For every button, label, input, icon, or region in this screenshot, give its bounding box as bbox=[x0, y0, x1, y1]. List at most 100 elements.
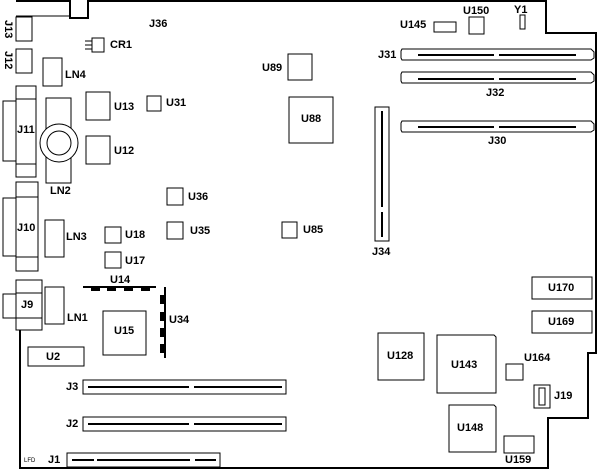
slot-j32-pins-a bbox=[418, 78, 494, 80]
label-u148: U148 bbox=[457, 422, 484, 434]
label-j2: J2 bbox=[66, 418, 79, 430]
chip-u18 bbox=[104, 226, 122, 244]
slot-j1-pins-c bbox=[195, 459, 216, 461]
label-j36: J36 bbox=[149, 18, 168, 30]
socket-u14-pad-2 bbox=[107, 287, 116, 291]
socket-u14-bar bbox=[83, 286, 156, 288]
chip-u148 bbox=[448, 404, 497, 453]
slot-j2-pins-a bbox=[88, 423, 189, 425]
connector-j13 bbox=[15, 16, 33, 42]
slot-j1-pins-b bbox=[97, 459, 190, 461]
chip-u128 bbox=[377, 332, 425, 381]
slot-j32-pins-b bbox=[499, 78, 576, 80]
connector-j11-flange bbox=[2, 100, 17, 162]
label-u36: U36 bbox=[188, 191, 209, 203]
label-u170: U170 bbox=[548, 282, 575, 294]
slot-j30-pins-b bbox=[499, 126, 576, 128]
connector-j19-outer bbox=[533, 384, 551, 409]
chip-u2 bbox=[27, 346, 85, 367]
label-ln4: LN4 bbox=[65, 69, 86, 81]
connector-j11-top bbox=[15, 85, 37, 100]
socket-u14-pad-1 bbox=[91, 287, 100, 291]
socket-u34-pad-4 bbox=[160, 344, 164, 353]
label-u88: U88 bbox=[301, 113, 322, 125]
slot-j2 bbox=[82, 416, 287, 432]
slot-j30-pins-a bbox=[418, 126, 494, 128]
socket-u34-pad-2 bbox=[160, 312, 164, 321]
label-u89: U89 bbox=[262, 62, 283, 74]
label-j1: J1 bbox=[48, 454, 61, 466]
slot-j2-pins-b bbox=[194, 423, 282, 425]
chip-u12 bbox=[85, 135, 111, 165]
chip-u13 bbox=[85, 91, 111, 121]
chip-u36 bbox=[166, 187, 184, 206]
label-y1: Y1 bbox=[514, 4, 528, 16]
connector-j9-flange bbox=[2, 293, 17, 319]
connector-j10-bottom bbox=[15, 256, 39, 272]
slot-j34-pins-a bbox=[381, 111, 383, 207]
slot-j30 bbox=[400, 120, 595, 133]
connector-j9-bottom bbox=[15, 317, 43, 331]
slot-j1-pins-a bbox=[72, 459, 94, 461]
label-u34: U34 bbox=[169, 314, 190, 326]
label-u85: U85 bbox=[303, 224, 324, 236]
connector-j10-top bbox=[15, 181, 39, 198]
slot-j31-pins-a bbox=[418, 54, 494, 56]
slot-j34 bbox=[374, 106, 390, 242]
chip-u88 bbox=[288, 96, 334, 144]
socket-u34-pad-3 bbox=[160, 328, 164, 337]
chip-u89 bbox=[287, 53, 313, 81]
label-u13: U13 bbox=[114, 101, 135, 113]
socket-u14-pad-3 bbox=[124, 287, 133, 291]
label-u15: U15 bbox=[114, 325, 135, 337]
slot-j32 bbox=[400, 71, 595, 84]
component-battery-outer bbox=[39, 123, 79, 163]
slot-j31 bbox=[400, 48, 595, 61]
label-u164: U164 bbox=[524, 352, 551, 364]
label-lfd: LFD bbox=[24, 458, 36, 464]
component-ln1 bbox=[44, 286, 65, 325]
label-u145: U145 bbox=[400, 19, 427, 31]
label-j11: J11 bbox=[17, 124, 35, 136]
slot-j1 bbox=[66, 452, 221, 468]
slot-j3 bbox=[82, 379, 287, 395]
cr1-leads bbox=[85, 40, 92, 50]
label-ln2: LN2 bbox=[50, 185, 71, 197]
socket-u14-pad-4 bbox=[141, 287, 150, 291]
label-j9: J9 bbox=[21, 299, 34, 311]
chip-u159 bbox=[503, 435, 535, 454]
label-j34: J34 bbox=[372, 246, 391, 258]
label-u12: U12 bbox=[114, 145, 135, 157]
label-ln3: LN3 bbox=[66, 231, 87, 243]
label-j3: J3 bbox=[66, 381, 79, 393]
component-ln3 bbox=[44, 219, 65, 258]
slot-j3-pins-b bbox=[194, 386, 282, 388]
label-j31: J31 bbox=[378, 49, 397, 61]
socket-u34-pad-1 bbox=[160, 295, 164, 304]
label-j13: J13 bbox=[2, 20, 14, 39]
chip-u164 bbox=[505, 363, 524, 381]
chip-u150 bbox=[468, 16, 485, 35]
connector-j9-top bbox=[15, 279, 43, 294]
slot-j34-pins-b bbox=[381, 212, 383, 237]
component-cr1 bbox=[91, 37, 105, 53]
label-u169: U169 bbox=[548, 316, 575, 328]
chip-u15 bbox=[102, 310, 147, 356]
board-outline bbox=[16, 0, 597, 469]
label-u31: U31 bbox=[166, 97, 187, 109]
slot-j31-pins-b bbox=[499, 54, 576, 56]
chip-u170 bbox=[531, 276, 593, 300]
connector-j11-bottom bbox=[15, 163, 37, 178]
chip-u31 bbox=[146, 95, 162, 112]
label-cr1: CR1 bbox=[110, 39, 133, 51]
label-ln1: LN1 bbox=[67, 312, 88, 324]
label-u159: U159 bbox=[505, 454, 532, 466]
label-u14: U14 bbox=[110, 274, 131, 286]
connector-j12 bbox=[15, 48, 33, 74]
chip-u143 bbox=[436, 334, 497, 394]
label-u150: U150 bbox=[463, 5, 490, 17]
label-u17: U17 bbox=[125, 255, 146, 267]
slot-j3-pins-a bbox=[88, 386, 189, 388]
chip-u85 bbox=[281, 221, 298, 239]
